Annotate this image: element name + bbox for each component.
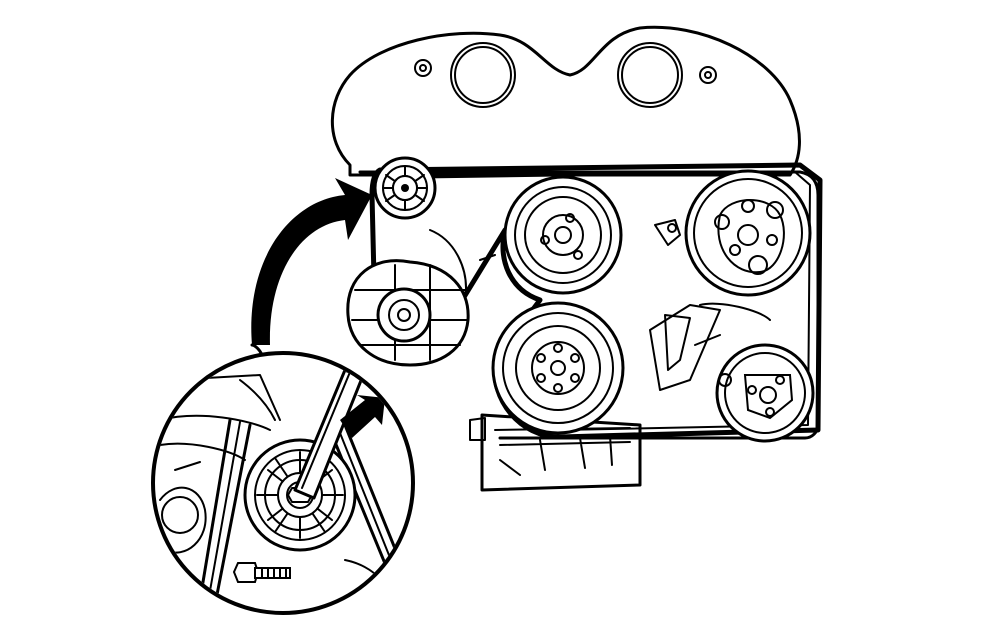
- tensioner-bolt: [232, 562, 291, 583]
- lower-idler-pulley: [376, 287, 432, 343]
- alternator-pulley: [503, 175, 623, 295]
- ac-compressor-pulley: [715, 343, 815, 443]
- belt-tensioner-idler-pulley: [373, 156, 437, 220]
- detail-magnifier: [151, 351, 415, 615]
- power-steering-pump-pulley: [684, 169, 812, 297]
- crankshaft-pulley: [491, 301, 625, 435]
- drive-belt: [369, 162, 823, 440]
- rotation-arrow: [251, 178, 372, 345]
- engine-cover-gasket: [330, 25, 801, 177]
